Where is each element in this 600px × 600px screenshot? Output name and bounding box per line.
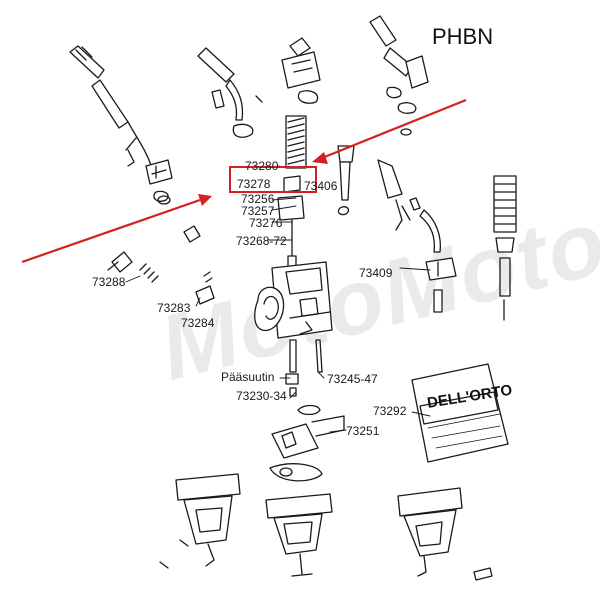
part-label-73276: 73276 <box>249 216 283 230</box>
part-label-paasuutin: Pääsuutin <box>221 370 275 384</box>
throttle-cable-assembly-4 <box>369 15 429 114</box>
float-part <box>271 404 345 459</box>
part-label-73280: 73280 <box>245 159 279 173</box>
idle-screw-73288 <box>107 251 159 283</box>
float-bowl-right <box>397 487 493 581</box>
mixture-screw-73283 <box>183 225 215 305</box>
carburetor-body <box>254 261 333 339</box>
jet-parts <box>285 339 323 397</box>
dellorto-bag <box>411 363 509 463</box>
throttle-cable-assembly-3 <box>255 37 321 104</box>
part-label-73278: 73278 <box>237 177 271 191</box>
choke-cable-assembly <box>377 159 457 313</box>
part-label-73409: 73409 <box>359 266 393 280</box>
small-washers <box>157 128 412 477</box>
part-label-73283: 73283 <box>157 301 191 315</box>
part-label-73256: 73256 <box>241 192 275 206</box>
model-title: PHBN <box>432 24 494 49</box>
throttle-cable-assembly-2 <box>197 47 254 138</box>
throttle-tube-assembly <box>493 175 517 321</box>
float-bowl-left <box>159 473 241 569</box>
throttle-cable-assembly-1 <box>69 45 173 202</box>
part-label-73251: 73251 <box>346 424 380 438</box>
arrow-from-right <box>312 98 467 164</box>
part-label-73288: 73288 <box>92 275 126 289</box>
part-label-73284: 73284 <box>181 316 215 330</box>
highlight-box <box>229 166 317 193</box>
float-bowl-center <box>265 463 333 577</box>
part-label-73230-34: 73230-34 <box>236 389 287 403</box>
choke-plunger <box>337 145 355 216</box>
part-label-73268-72: 73268-72 <box>236 234 287 248</box>
part-label-73406: 73406 <box>304 179 338 193</box>
part-label-73292: 73292 <box>373 404 407 418</box>
part-label-73257: 73257 <box>241 204 275 218</box>
arrow-from-left <box>21 194 212 264</box>
part-label-73245-47: 73245-47 <box>327 372 378 386</box>
